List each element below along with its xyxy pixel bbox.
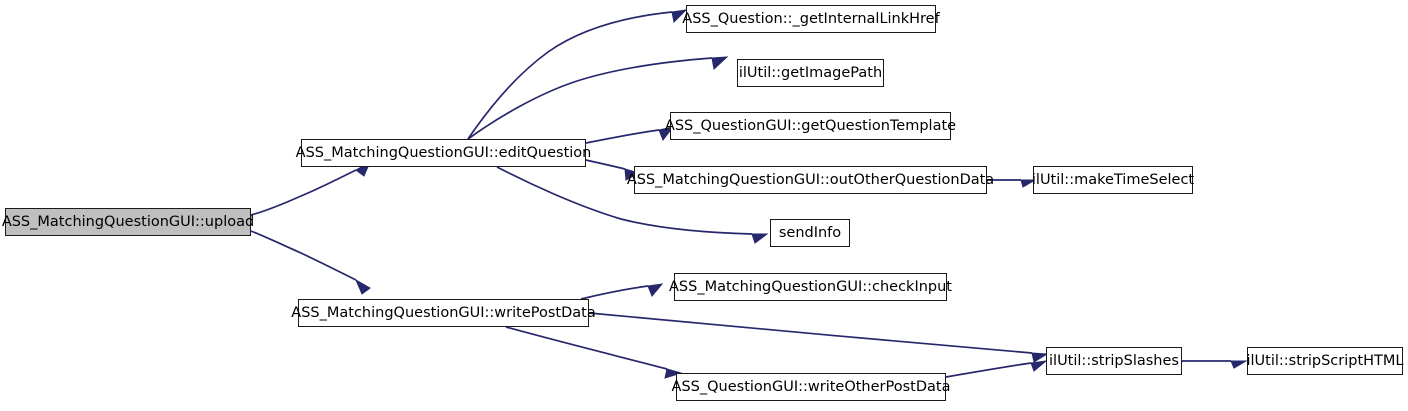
edge-editQuestion-sendInfo bbox=[496, 166, 753, 235]
edge-upload-editQuestion bbox=[250, 169, 357, 216]
edge-upload-writePostData bbox=[250, 230, 357, 281]
edge-editQuestion-getImagePath bbox=[467, 57, 713, 140]
arrowhead-stripSlashes-stripScriptHTML bbox=[1230, 360, 1248, 369]
arrowhead-upload-writePostData bbox=[354, 278, 371, 295]
node-label-upload: ASS_MatchingQuestionGUI::upload bbox=[1, 213, 255, 230]
edge-editQuestion-getQuestionTemplate bbox=[585, 129, 660, 144]
arrowhead-writePostData-stripSlashes bbox=[1031, 352, 1049, 363]
arrowhead-writePostData-checkInput bbox=[647, 283, 664, 297]
node-label-getQuestionTemplate: ASS_QuestionGUI::getQuestionTemplate bbox=[664, 117, 957, 134]
node-stripScriptHTML[interactable]: ilUtil::stripScriptHTML bbox=[1246, 347, 1404, 375]
node-label-checkInput: ASS_MatchingQuestionGUI::checkInput bbox=[669, 278, 952, 295]
node-checkInput[interactable]: ASS_MatchingQuestionGUI::checkInput bbox=[669, 273, 952, 301]
node-sendInfo[interactable]: sendInfo bbox=[770, 219, 850, 247]
node-label-writeOtherPostData: ASS_QuestionGUI::writeOtherPostData bbox=[671, 378, 951, 395]
node-label-getInternalLinkHref: ASS_Question::_getInternalLinkHref bbox=[682, 10, 940, 27]
edge-editQuestion-getInternalLinkHref bbox=[467, 11, 673, 140]
node-getImagePath[interactable]: ilUtil::getImagePath bbox=[737, 59, 884, 87]
node-writePostData[interactable]: ASS_MatchingQuestionGUI::writePostData bbox=[291, 299, 596, 327]
node-outOtherQuestionData[interactable]: ASS_MatchingQuestionGUI::outOtherQuestio… bbox=[627, 166, 994, 194]
edge-writeOtherPostData-stripSlashes bbox=[945, 362, 1032, 378]
edge-writePostData-checkInput bbox=[580, 285, 649, 300]
arrowhead-writeOtherPostData-stripSlashes bbox=[1030, 360, 1048, 372]
node-stripSlashes[interactable]: ilUtil::stripSlashes bbox=[1046, 347, 1182, 375]
node-label-makeTimeSelect: ilUtil::makeTimeSelect bbox=[1031, 171, 1195, 188]
edge-editQuestion-outOtherQuestionData bbox=[585, 159, 626, 170]
node-label-stripScriptHTML: ilUtil::stripScriptHTML bbox=[1246, 352, 1404, 369]
arrowhead-writePostData-writeOtherPostData bbox=[664, 368, 683, 379]
node-getInternalLinkHref[interactable]: ASS_Question::_getInternalLinkHref bbox=[682, 5, 940, 33]
node-label-outOtherQuestionData: ASS_MatchingQuestionGUI::outOtherQuestio… bbox=[626, 171, 995, 188]
node-label-editQuestion: ASS_MatchingQuestionGUI::editQuestion bbox=[295, 144, 592, 161]
node-upload[interactable]: ASS_MatchingQuestionGUI::upload bbox=[2, 208, 254, 236]
arrowhead-editQuestion-sendInfo bbox=[751, 233, 769, 244]
node-editQuestion[interactable]: ASS_MatchingQuestionGUI::editQuestion bbox=[296, 139, 591, 167]
node-label-sendInfo: sendInfo bbox=[778, 224, 842, 241]
node-label-getImagePath: ilUtil::getImagePath bbox=[738, 64, 883, 81]
node-writeOtherPostData[interactable]: ASS_QuestionGUI::writeOtherPostData bbox=[672, 373, 950, 401]
arrowhead-outOtherQuestionData-makeTimeSelect bbox=[1020, 179, 1037, 188]
node-makeTimeSelect[interactable]: ilUtil::makeTimeSelect bbox=[1032, 166, 1194, 194]
node-label-stripSlashes: ilUtil::stripSlashes bbox=[1049, 352, 1179, 369]
node-getQuestionTemplate[interactable]: ASS_QuestionGUI::getQuestionTemplate bbox=[665, 112, 956, 140]
arrowhead-editQuestion-outOtherQuestionData bbox=[624, 168, 641, 181]
arrowhead-editQuestion-getImagePath bbox=[711, 56, 729, 70]
node-label-writePostData: ASS_MatchingQuestionGUI::writePostData bbox=[291, 304, 596, 321]
arrowhead-editQuestion-getQuestionTemplate bbox=[658, 126, 675, 142]
arrowhead-editQuestion-getInternalLinkHref bbox=[671, 9, 688, 24]
edge-writePostData-stripSlashes bbox=[588, 312, 1033, 354]
edge-writePostData-writeOtherPostData bbox=[505, 326, 668, 370]
